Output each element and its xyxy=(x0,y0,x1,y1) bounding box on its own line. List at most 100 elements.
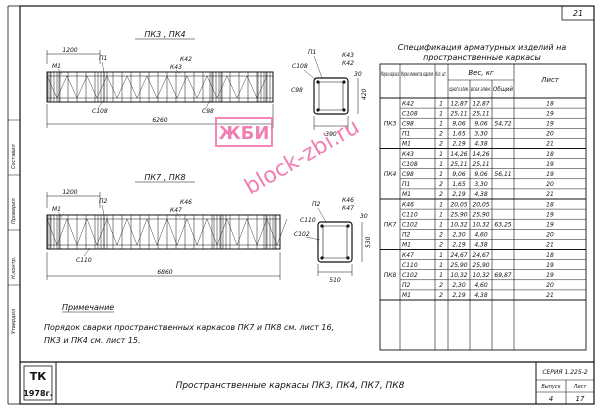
lattice-line xyxy=(86,218,98,246)
spec-cell-one: 12,87 xyxy=(450,100,467,107)
lattice-line xyxy=(256,75,268,99)
dim-bottom-1200: 1200 xyxy=(62,189,77,196)
spec-cell-sheet: 18 xyxy=(546,151,554,158)
spec-cell-all: 25,90 xyxy=(472,211,489,218)
lattice-line xyxy=(196,75,208,99)
footer-title: Пространственные каркасы ПК3, ПК4, ПК7, … xyxy=(176,381,405,391)
lattice-line xyxy=(156,218,168,246)
lattice-line xyxy=(266,218,278,246)
note-block: Примечание Порядок сварки пространственн… xyxy=(44,303,334,345)
spec-header-brand: Марка каркаса xyxy=(381,71,399,78)
lattice-line xyxy=(216,75,228,99)
spec-cell-total: 54,72 xyxy=(494,120,511,127)
label-m1-top: М1 xyxy=(52,63,61,70)
lattice-line xyxy=(166,218,178,246)
lattice-line xyxy=(76,218,88,246)
spec-header-total: Общий xyxy=(493,86,513,93)
spec-cell-one: 2,30 xyxy=(452,232,466,239)
spec-cell-item: С108 xyxy=(402,161,418,168)
spec-cell-sheet: 21 xyxy=(546,292,554,299)
spec-cell-all: 9,06 xyxy=(474,121,488,128)
spec-cell-qty: 1 xyxy=(439,121,443,128)
lattice-line xyxy=(166,75,178,99)
spec-cell-all: 24,67 xyxy=(472,252,489,259)
spec-cell-one: 2,19 xyxy=(452,292,466,299)
lattice-line xyxy=(66,218,78,246)
drawing-pk7-pk8: ПК7 , ПК8 1200 М1 П2 К46 К47 С110 6860 xyxy=(46,173,288,280)
spec-cell-sheet: 18 xyxy=(546,252,554,259)
lattice-line xyxy=(116,75,128,99)
spec-cell-sheet: 21 xyxy=(546,191,554,198)
spec-cell-all: 9,06 xyxy=(474,171,488,178)
sec-top-height: 420 xyxy=(361,88,368,100)
lattice-line xyxy=(76,75,88,99)
lattice-line xyxy=(246,218,258,246)
spec-cell-sheet: 18 xyxy=(546,100,554,107)
dim-top-total: 6260 xyxy=(152,117,167,124)
note-heading: Примечание xyxy=(62,303,114,312)
spec-cell-sheet: 19 xyxy=(546,262,554,269)
spec-cell-item: С108 xyxy=(402,110,418,117)
page-number-box xyxy=(561,5,595,21)
spec-cell-all: 4,60 xyxy=(474,282,488,289)
spec-cell-one: 25,11 xyxy=(450,110,467,117)
spec-cell-sheet: 19 xyxy=(546,121,554,128)
label-c108-top: С108 xyxy=(92,108,108,115)
spec-cell-total: 69,87 xyxy=(494,272,511,279)
sec-top-c108: С108 xyxy=(292,63,308,70)
label-m1-bottom: М1 xyxy=(52,206,61,213)
spec-header-all: всех элем. xyxy=(471,86,491,93)
stamp-code: ТК xyxy=(30,370,47,383)
spec-cell-all: 4,38 xyxy=(474,191,488,198)
lattice-line xyxy=(156,75,168,99)
lattice-line xyxy=(226,218,238,246)
spec-cell-sheet: 19 xyxy=(546,171,554,178)
lattice-line xyxy=(216,218,228,246)
lattice-line xyxy=(146,75,158,99)
sec-bottom-height: 530 xyxy=(365,236,372,248)
sheet-label: Лист xyxy=(573,384,588,390)
sec-top-p1: П1 xyxy=(308,49,316,56)
sec-bottom-right: 30 xyxy=(360,213,368,220)
spec-cell-one: 2,19 xyxy=(452,242,466,249)
lattice-line xyxy=(66,75,78,99)
spec-cell-qty: 2 xyxy=(439,292,443,299)
issue-value: 4 xyxy=(549,395,553,403)
spec-header-qty: Кол. шт. xyxy=(436,71,447,78)
side-label: Н.контр. xyxy=(11,257,17,279)
top-cage-stirrups xyxy=(46,72,271,102)
spec-cell-qty: 1 xyxy=(439,262,443,269)
sec-bottom-width: 510 xyxy=(329,277,341,284)
lattice-line xyxy=(106,218,118,246)
spec-cell-one: 2,30 xyxy=(452,282,466,289)
lattice-line xyxy=(146,218,158,246)
spec-cell-sheet: 21 xyxy=(546,242,554,249)
spec-cell-sheet: 18 xyxy=(546,201,554,208)
spec-cell-one: 2,19 xyxy=(452,191,466,198)
lattice-line xyxy=(236,75,248,99)
spec-cell-one: 2,19 xyxy=(452,141,466,148)
sec-bottom-k46: К46 xyxy=(342,197,354,204)
spec-cell-item: К42 xyxy=(402,100,414,107)
sec-top-k43: К43 xyxy=(342,52,354,59)
section-pk7-pk8: П2 К47 С110 К46 С102 510 530 30 xyxy=(294,197,372,284)
spec-cell-all: 4,60 xyxy=(474,232,488,239)
spec-cell-item: С98 xyxy=(402,121,414,128)
spec-header-sheet: Лист xyxy=(540,76,560,84)
drawing-title-bottom: ПК7 , ПК8 xyxy=(144,173,185,182)
spec-cell-qty: 1 xyxy=(439,201,443,208)
spec-cell-qty: 2 xyxy=(439,141,443,148)
spec-cell-item: К43 xyxy=(402,151,414,158)
lattice-line xyxy=(226,75,238,99)
watermark-logo-box xyxy=(215,117,273,147)
lattice-line xyxy=(206,218,218,246)
spec-cell-all: 10,32 xyxy=(472,272,489,279)
spec-cell-item: С110 xyxy=(402,262,418,269)
lattice-line xyxy=(126,218,138,246)
spec-cell-one: 1,65 xyxy=(452,131,466,138)
sec-top-k42: К42 xyxy=(342,60,354,67)
spec-cell-one: 14,26 xyxy=(450,151,467,158)
sheet-frame xyxy=(19,5,595,405)
